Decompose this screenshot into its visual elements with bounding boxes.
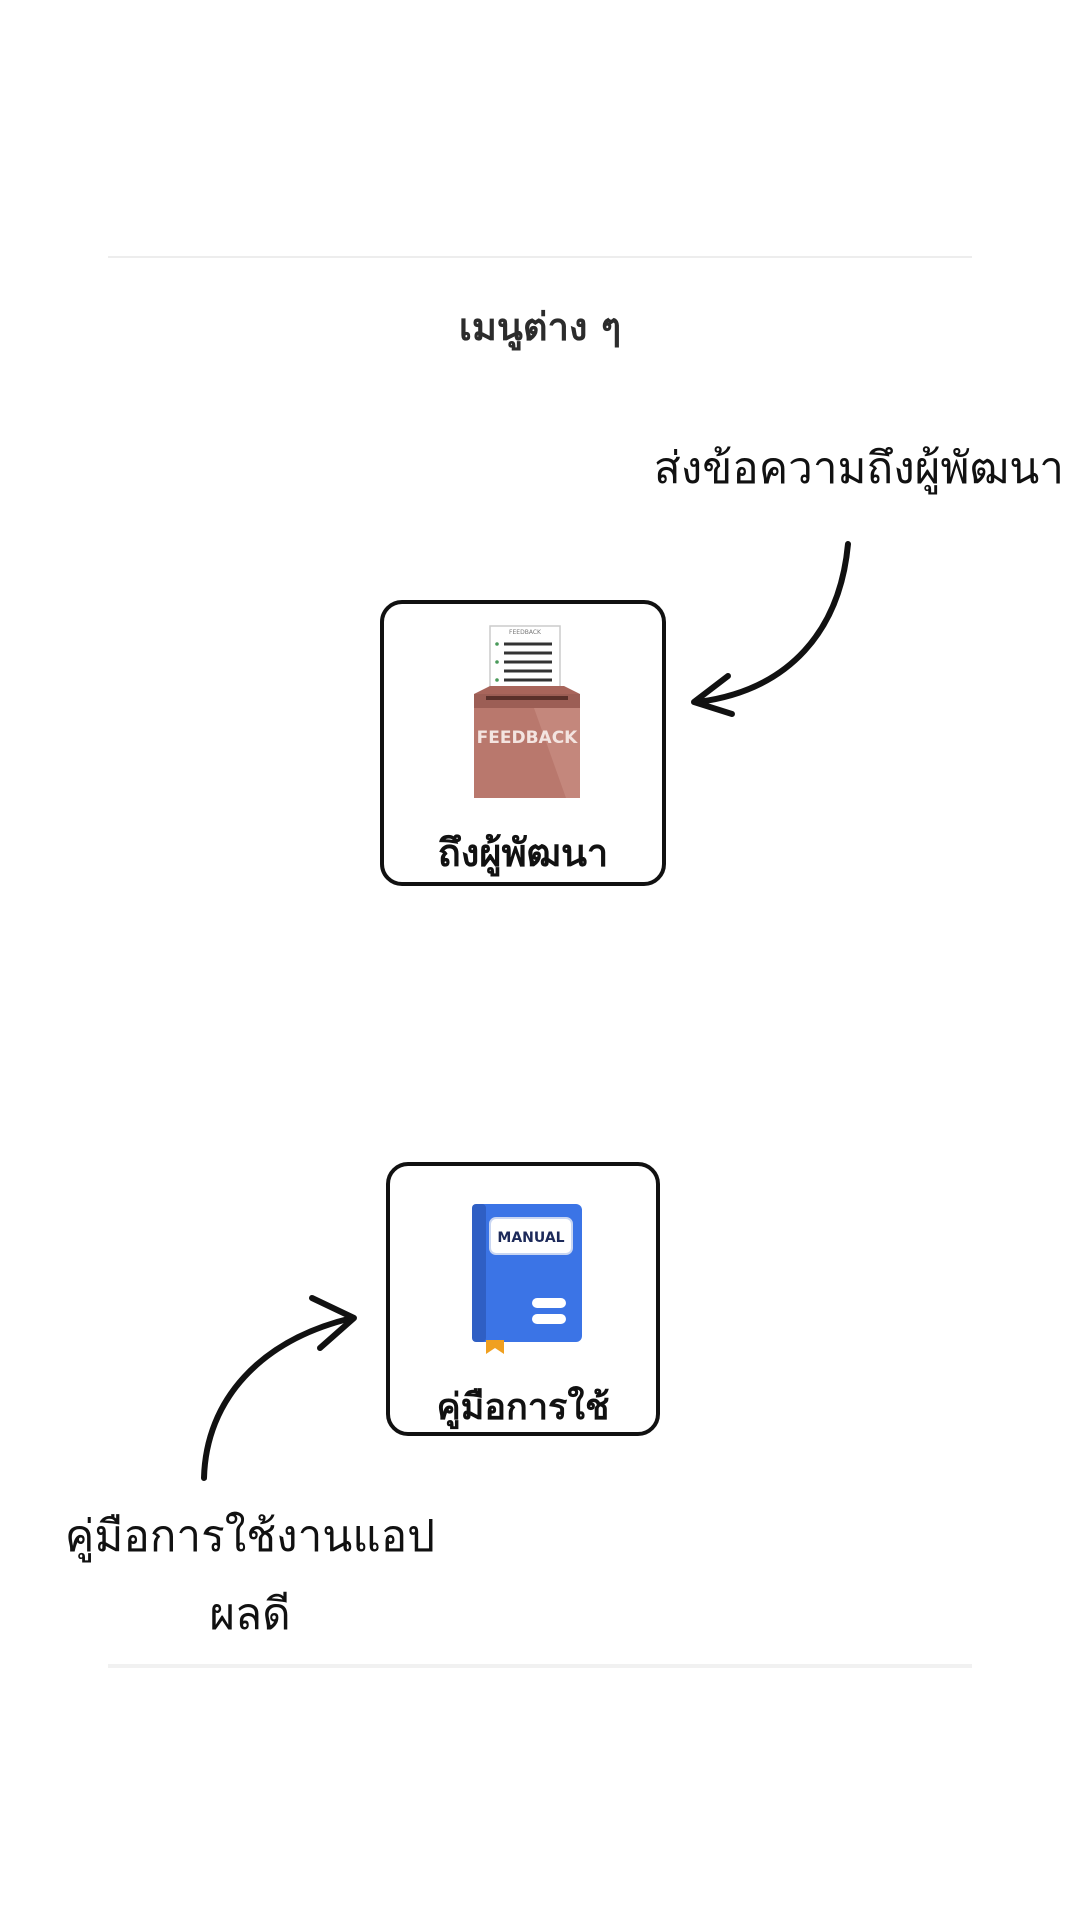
- manual-book-icon: MANUAL: [472, 1204, 582, 1354]
- feedback-callout: ส่งข้อความถึงผู้พัฒนา: [653, 443, 1064, 494]
- bottom-divider: [108, 1664, 972, 1668]
- manual-callout-line1: คู่มือการใช้งานแอป: [64, 1511, 436, 1562]
- manual-menu-button[interactable]: MANUAL คู่มือการใช้: [386, 1162, 660, 1436]
- feedback-menu-button[interactable]: FEEDBACK FEEDBACK: [380, 600, 666, 886]
- manual-arrow-icon: [201, 1295, 357, 1481]
- feedback-box-icon: FEEDBACK FEEDBACK: [474, 625, 580, 798]
- feedback-arrow-icon: [691, 541, 851, 717]
- top-divider: [108, 256, 972, 258]
- section-title: เมนูต่าง ๆ: [458, 305, 622, 349]
- paper-caption: FEEDBACK: [509, 629, 542, 636]
- manual-callout: คู่มือการใช้งานแอป ผลดี: [40, 1498, 460, 1654]
- manual-callout-line2: ผลดี: [209, 1589, 291, 1640]
- feedback-box-caption: FEEDBACK: [477, 728, 579, 748]
- manual-menu-label: คู่มือการใช้: [436, 1387, 610, 1428]
- feedback-menu-label: ถึงผู้พัฒนา: [437, 831, 609, 875]
- manual-book-label: MANUAL: [497, 1230, 564, 1246]
